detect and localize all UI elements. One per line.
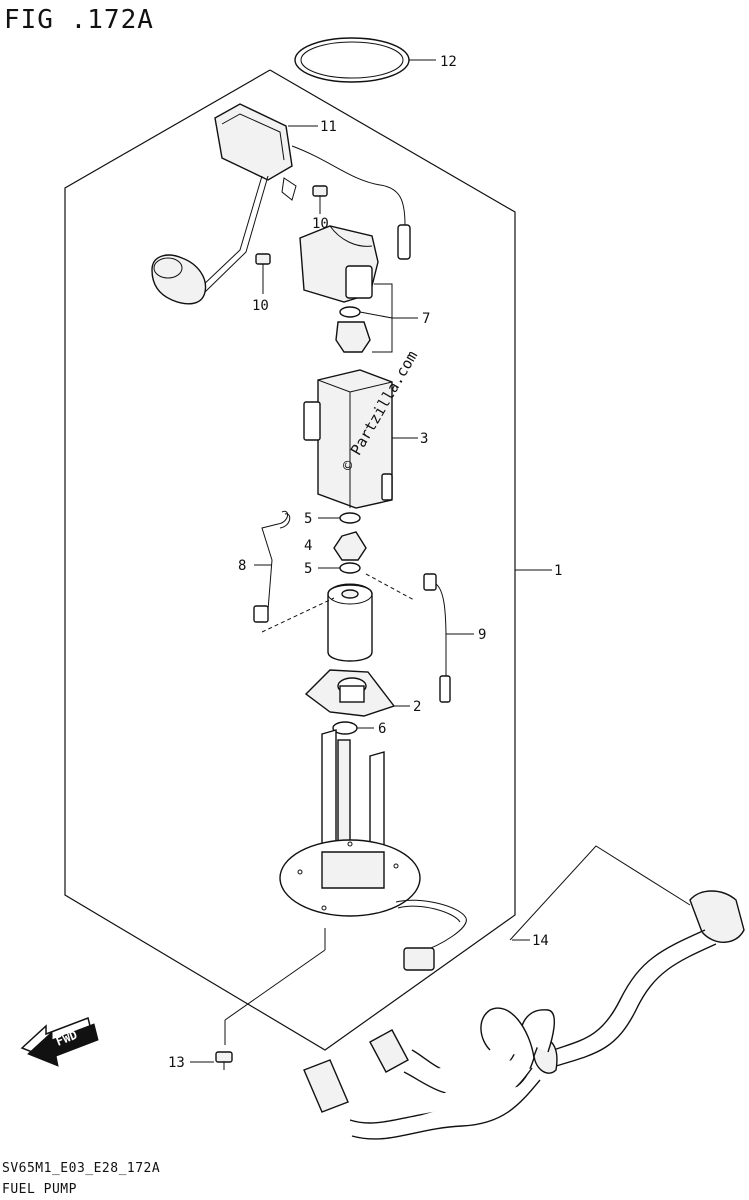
callout-9: 9 bbox=[478, 627, 486, 643]
callout-13: 13 bbox=[168, 1055, 185, 1071]
part-3-pump-case[interactable] bbox=[303, 369, 393, 509]
callout-14: 14 bbox=[532, 933, 549, 949]
callout-5-upper: 5 bbox=[304, 511, 312, 527]
part-7-regulator[interactable] bbox=[299, 225, 379, 353]
part-14-fuel-hose[interactable] bbox=[303, 890, 745, 1140]
footer-code: SV65M1_E03_E28_172A bbox=[2, 1161, 160, 1176]
part-10-screw-upper[interactable] bbox=[312, 185, 328, 206]
part-12-gasket-inner bbox=[300, 41, 404, 79]
footer-caption: FUEL PUMP bbox=[2, 1182, 77, 1197]
harness-connector[interactable] bbox=[395, 899, 467, 971]
part-4-filter[interactable] bbox=[333, 531, 367, 561]
part-9-wire-lead[interactable] bbox=[423, 573, 451, 703]
part-11-level-gauge[interactable] bbox=[199, 103, 411, 293]
part-2-bracket[interactable] bbox=[304, 669, 396, 717]
leader-14 bbox=[509, 845, 691, 941]
leader-9-dash bbox=[365, 573, 415, 601]
callout-8: 8 bbox=[238, 558, 246, 574]
leader-7-oring bbox=[359, 311, 393, 319]
callout-11: 11 bbox=[320, 119, 337, 135]
callout-10-upper: 10 bbox=[312, 216, 329, 232]
leader-13 bbox=[224, 949, 326, 1021]
callout-7: 7 bbox=[422, 311, 430, 327]
fwd-arrow-icon bbox=[20, 1016, 99, 1067]
figure-title: FIG .172A bbox=[4, 5, 154, 35]
part-8-wire-lead[interactable] bbox=[253, 510, 291, 623]
fuel-pump-motor[interactable] bbox=[327, 583, 373, 662]
callout-1: 1 bbox=[554, 563, 562, 579]
callout-4: 4 bbox=[304, 538, 312, 554]
part-5-oring-upper[interactable] bbox=[339, 512, 361, 524]
part-10-screw-lower[interactable] bbox=[255, 253, 271, 280]
callout-6: 6 bbox=[378, 721, 386, 737]
callout-2: 2 bbox=[413, 699, 421, 715]
part-5-oring-lower[interactable] bbox=[339, 562, 361, 574]
leader-8-dash bbox=[261, 597, 335, 633]
leader-7 bbox=[372, 283, 393, 353]
assembly-outline bbox=[64, 69, 516, 1051]
part-13-bolt[interactable] bbox=[215, 1051, 233, 1070]
part-12-gasket[interactable] bbox=[294, 37, 410, 83]
callout-12: 12 bbox=[440, 54, 457, 70]
callout-10-lower: 10 bbox=[252, 298, 269, 314]
callout-3: 3 bbox=[420, 431, 428, 447]
gauge-float[interactable] bbox=[151, 254, 207, 305]
pump-base-plate[interactable] bbox=[279, 729, 421, 917]
callout-5-lower: 5 bbox=[304, 561, 312, 577]
